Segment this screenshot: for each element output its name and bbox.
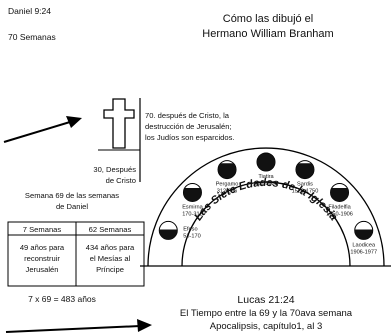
- title-line-2: Hermano William Branham: [202, 28, 333, 40]
- church-age-name: Efeso: [183, 226, 197, 232]
- church-age-shade: [354, 229, 373, 240]
- church-age-years: 1520-1750: [292, 189, 319, 195]
- church-age-shade: [218, 163, 237, 179]
- upper-arrow: [3, 116, 82, 143]
- cross-note-line-1: 70. después de Cristo, la: [145, 111, 230, 120]
- church-age-name: Sardis: [297, 182, 313, 188]
- weeks-table-cell-2-line-1: 434 años para: [86, 243, 135, 252]
- cross-date-line-2: de Cristo: [106, 176, 136, 185]
- church-age-name: Pergamo: [216, 182, 239, 188]
- title-line-1: Cómo las dibujó el: [223, 13, 314, 25]
- bottom-line-3: Apocalipsis, capítulo1, al 3: [210, 321, 322, 332]
- church-age-shade: [159, 229, 178, 240]
- weeks-table-header-1: 7 Semanas: [23, 225, 62, 234]
- cross-date-line-1: 30, Después: [93, 165, 136, 174]
- church-age-years: 312-606: [217, 189, 238, 195]
- cross-note-line-3: los Judíos son esparcidos.: [145, 133, 235, 142]
- church-ages-arch: [140, 147, 391, 267]
- cross-icon: [103, 98, 135, 149]
- weeks-table-cell-2-line-2: el Mesías al: [90, 254, 131, 263]
- bottom-reference: Lucas 21:24: [237, 294, 294, 306]
- church-age-years: 1750-1906: [326, 211, 353, 217]
- church-age-shade: [330, 187, 349, 202]
- bottom-line-2: El Tiempo entre la 69 y la 70ava semana: [180, 308, 353, 319]
- lower-arrow: [5, 319, 152, 333]
- weeks-table-cell-1-line-3: Jerusalén: [26, 265, 59, 274]
- cross-note-line-2: destrucción de Jerusalén;: [145, 122, 232, 131]
- church-age-years: 606-1520: [254, 181, 278, 187]
- weeks-table: [7, 221, 145, 287]
- weeks-table-cell-1-line-1: 49 años para: [20, 243, 65, 252]
- church-age-name: Laodicea: [352, 242, 376, 248]
- week69-caption-line-1: Semana 69 de las semanas: [25, 191, 119, 200]
- church-age-years: 1906-1977: [350, 249, 377, 255]
- scripture-reference: Daniel 9:24: [8, 6, 51, 16]
- weeks-formula: 7 x 69 = 483 años: [28, 294, 96, 304]
- church-age-name: Esmirna: [182, 204, 203, 210]
- church-age-shade: [183, 187, 202, 202]
- church-age-shade: [295, 163, 314, 179]
- church-age-years: 170-312: [182, 211, 203, 217]
- weeks-table-cell-2-line-3: Príncipe: [96, 265, 124, 274]
- church-age-name: Tiatira: [258, 174, 274, 180]
- week69-caption-line-2: de Daniel: [56, 202, 88, 211]
- weeks-table-header-2: 62 Semanas: [89, 225, 132, 234]
- weeks-label: 70 Semanas: [8, 32, 56, 42]
- church-age-years: 53-170: [183, 233, 200, 239]
- church-age-name: Filadelfia: [328, 204, 351, 210]
- weeks-table-cell-1-line-2: reconstruir: [24, 254, 60, 263]
- church-age-shade: [257, 153, 275, 172]
